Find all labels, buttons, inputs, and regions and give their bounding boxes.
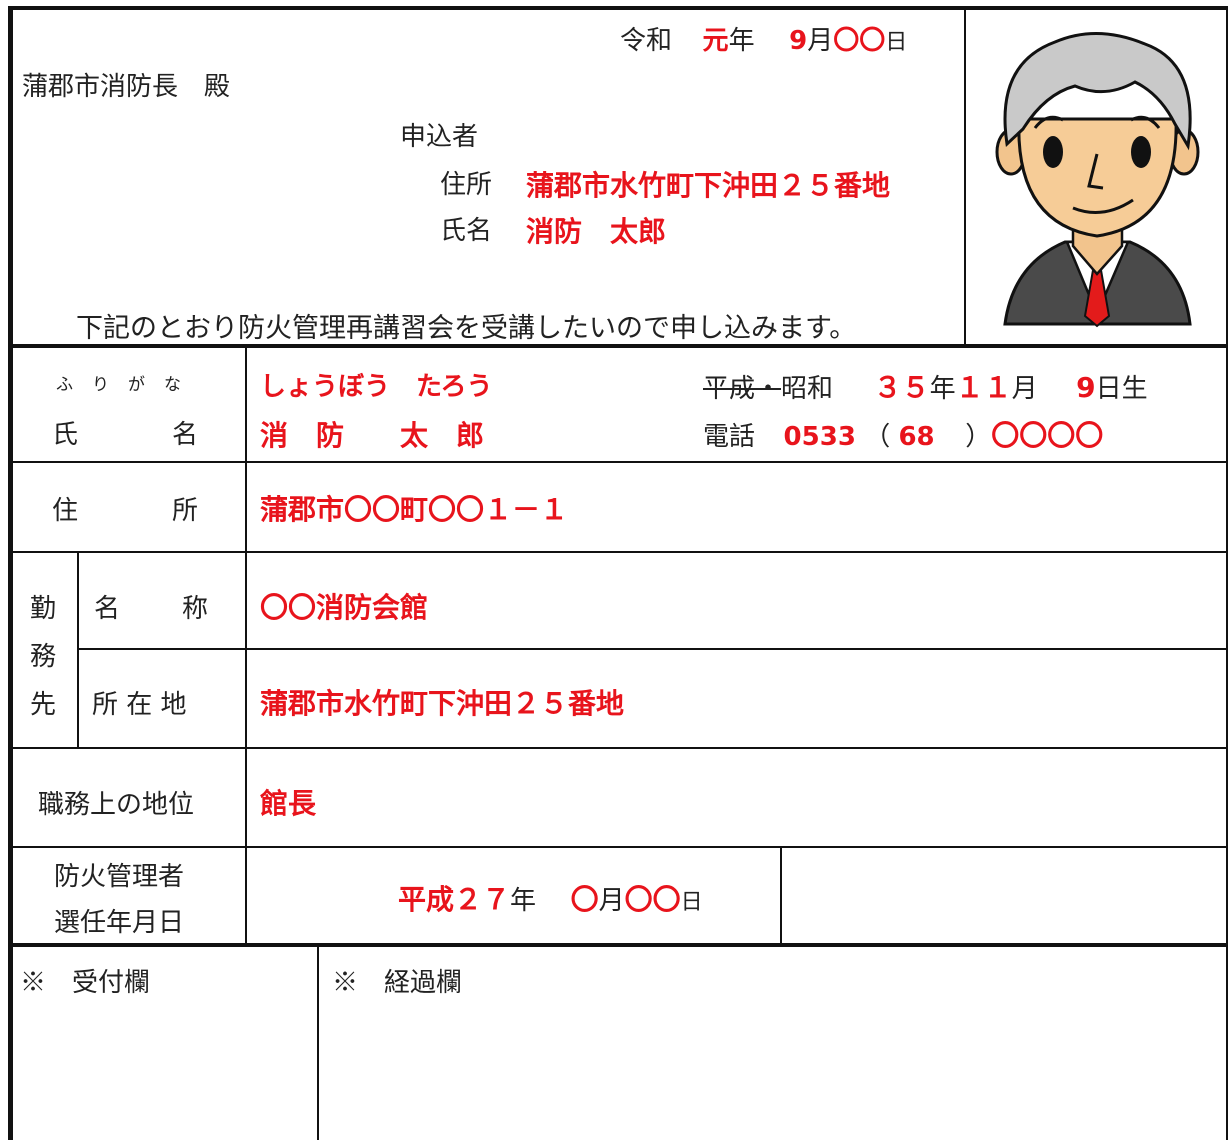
birth-era: 昭和	[781, 374, 834, 404]
date-day: 〇〇	[833, 26, 886, 56]
birth-year-unit: 年	[929, 374, 956, 404]
date-year-unit: 年	[728, 26, 755, 56]
progress-label: ※ 経過欄	[332, 968, 463, 998]
appointed-month-unit: 月	[598, 886, 625, 916]
name-label-2: 名	[172, 420, 199, 450]
appointed-date: 平成２７年 〇月〇〇日	[398, 878, 703, 918]
date-year: 元	[702, 26, 729, 56]
row-rule-2	[8, 551, 1228, 553]
birth-date: 平成・昭和 ３５年１１月 9日生	[703, 366, 1148, 406]
row-rule-1	[8, 461, 1228, 463]
birth-day-unit: 日生	[1095, 374, 1148, 404]
appointed-year: 平成２７	[398, 883, 511, 916]
work-name-label-2: 称	[182, 594, 209, 624]
phone-close-paren: ）	[965, 422, 992, 452]
left-border	[8, 6, 13, 1140]
row-rule-4	[8, 846, 1228, 848]
addressee: 蒲郡市消防長 殿	[22, 72, 231, 102]
appointed-year-unit: 年	[510, 886, 537, 916]
applicant-address-value: 蒲郡市水竹町下沖田２５番地	[526, 169, 891, 202]
phone: 電話 0533 （ 68 ）〇〇〇〇	[703, 414, 1103, 454]
name-value: 消 防 太 郎	[260, 419, 485, 452]
date-era: 令和	[620, 26, 673, 56]
phone-mid: 68	[898, 422, 935, 452]
row-rule-3	[8, 747, 1228, 749]
address-label-2: 所	[172, 496, 199, 526]
position-value: 館長	[260, 787, 317, 820]
applicant-name-value: 消防 太郎	[526, 215, 667, 248]
label-column-rule	[245, 344, 247, 944]
appointed-day: 〇〇	[624, 883, 681, 916]
birth-month-unit: 月	[1011, 374, 1038, 404]
applicant-label: 申込者	[400, 122, 479, 152]
work-subcolumn-rule	[77, 551, 79, 748]
header-bottom-rule	[8, 344, 1228, 348]
furigana-label: ふ り が な	[56, 375, 182, 395]
footer-top-rule	[8, 943, 1228, 947]
right-border	[1226, 6, 1228, 1140]
applicant-name-label: 氏名	[440, 216, 493, 246]
top-border	[8, 6, 1228, 10]
row-rule-work-inner	[78, 648, 1228, 650]
work-location-label: 所 在 地	[92, 690, 187, 720]
address-label-1: 住	[52, 496, 79, 526]
footer-divider	[317, 943, 319, 1140]
furigana-value: しょうぼう たろう	[260, 372, 493, 402]
address-value: 蒲郡市〇〇町〇〇１－１	[260, 493, 569, 526]
work-name-value: 〇〇消防会館	[260, 591, 429, 624]
photo-illustration	[985, 24, 1210, 334]
phone-open-paren: （	[864, 422, 891, 452]
phone-last: 〇〇〇〇	[991, 419, 1104, 452]
appointed-label-2: 選任年月日	[54, 908, 185, 938]
man-in-suit-icon	[995, 32, 1200, 328]
date-month-unit: 月	[807, 26, 834, 56]
work-label-3: 先	[30, 690, 57, 720]
phone-area: 0533	[783, 422, 856, 452]
work-location-value: 蒲郡市水竹町下沖田２５番地	[260, 687, 625, 720]
work-label-2: 務	[30, 642, 57, 672]
photo-divider	[964, 6, 966, 346]
appointed-extra-rule	[780, 846, 782, 944]
name-label-1: 氏	[52, 420, 79, 450]
work-name-label-1: 名	[94, 594, 121, 624]
date-day-unit: 日	[885, 30, 908, 55]
birth-era-struck: 平成・	[703, 374, 782, 404]
appointed-day-unit: 日	[680, 890, 703, 915]
date-month: 9	[789, 26, 808, 56]
birth-day: 9	[1076, 371, 1096, 404]
reception-label: ※ 受付欄	[20, 968, 151, 998]
birth-month: １１	[955, 371, 1012, 404]
applicant-address-label: 住所	[440, 170, 493, 200]
work-label-1: 勤	[30, 594, 57, 624]
appointed-month: 〇	[570, 883, 599, 916]
position-label: 職務上の地位	[38, 790, 195, 820]
appointed-label-1: 防火管理者	[54, 862, 185, 892]
birth-year: ３５	[873, 371, 930, 404]
statement: 下記のとおり防火管理再講習会を受講したいので申し込みます。	[76, 313, 857, 344]
phone-label: 電話	[703, 422, 756, 452]
date-line: 令和 元年 9月〇〇日	[620, 20, 907, 57]
